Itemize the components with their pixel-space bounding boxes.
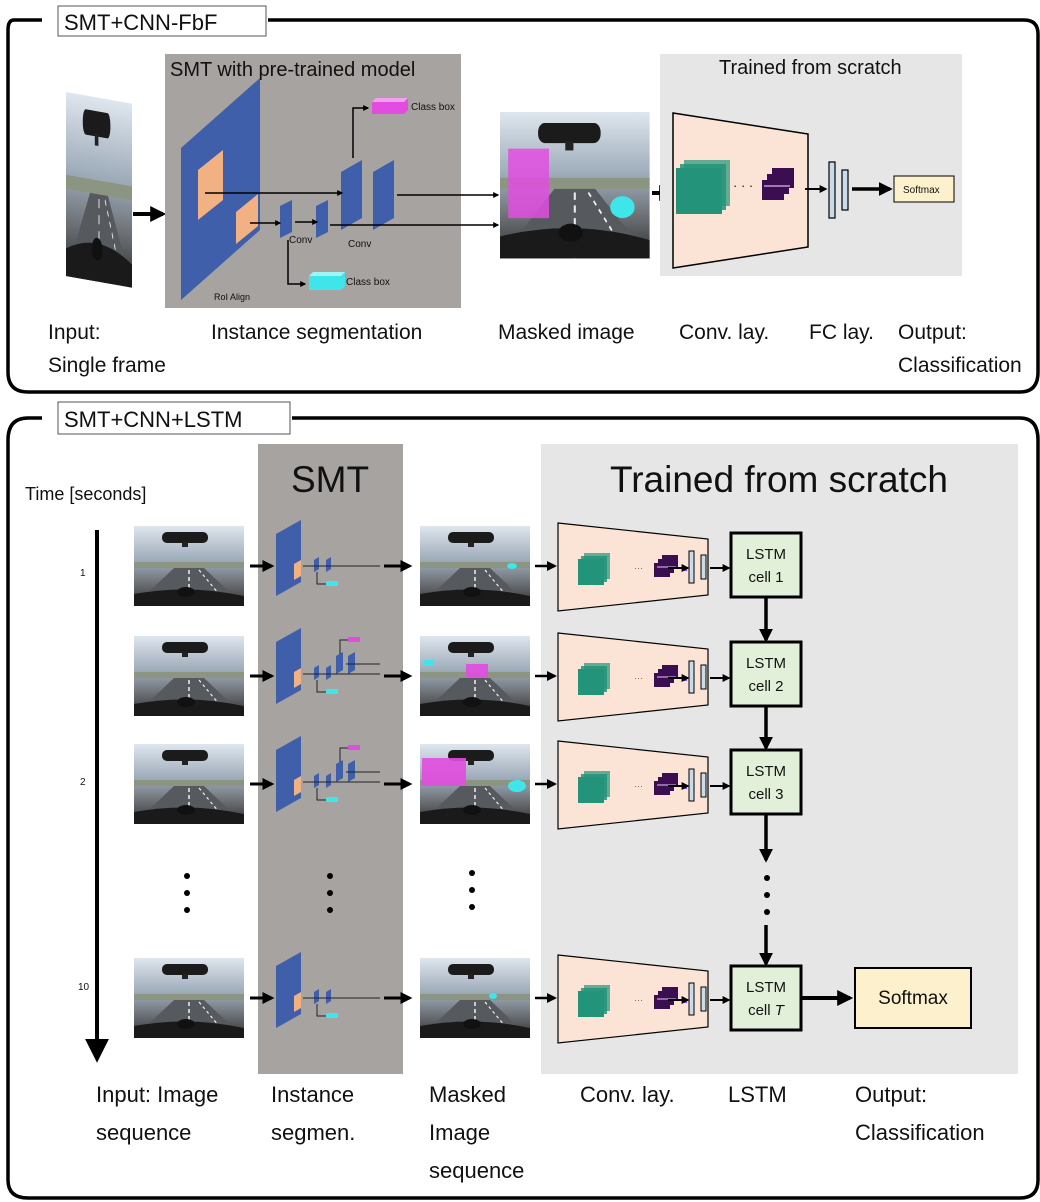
top-panel-title-box (57, 5, 267, 37)
row-3-mask-cyan (508, 780, 526, 792)
scratch-title-top: Trained from scratch (719, 57, 902, 79)
class-box-cyan-top (309, 272, 345, 276)
input-frame-t (133, 957, 245, 1039)
row-2-mask-magenta (466, 664, 488, 678)
softmax-bottom (854, 967, 972, 1029)
conv-label-2: Conv (348, 239, 371, 250)
lstm-cell-t-prefix: cell (748, 1002, 775, 1019)
time-axis-label: Time [seconds] (25, 484, 146, 504)
lstm-cell-1-top: LSTM (746, 546, 786, 563)
conv-layer-2 (316, 200, 328, 238)
softmax-top-label: Softmax (903, 185, 940, 196)
input-frame-2 (133, 635, 245, 717)
bottom-panel-title-box (57, 401, 291, 435)
time-tick-1: 1 (80, 568, 86, 579)
lstm-cell-t (729, 964, 803, 1032)
bottom-panel: SMT+CNN+LSTM SMT Trained from scratch Ti… (6, 401, 1040, 1200)
fc-layer-2 (841, 169, 849, 211)
caption-b-seg-1: Instance (271, 1082, 354, 1107)
lstm-cell-1 (729, 531, 803, 599)
roi-align-label: RoI Align (214, 292, 250, 302)
roi-feature-1 (198, 150, 223, 220)
caption-output-1: Output: (898, 321, 967, 344)
class-box-label-top: Class box (411, 102, 455, 113)
lstm-cell-t-italic: T (775, 1002, 786, 1019)
class-box-label-bottom: Class box (346, 277, 390, 288)
feature-map-teal (676, 168, 722, 214)
caption-output-2: Classification (898, 354, 1022, 377)
bottom-panel-title: SMT+CNN+LSTM (64, 407, 242, 432)
scratch-column-title: Trained from scratch (610, 459, 948, 500)
lstm-cell-2-label: cell 2 (748, 678, 783, 695)
caption-input-2: Single frame (48, 354, 166, 377)
lstm-cell-3 (729, 748, 803, 816)
softmax-bottom-label: Softmax (878, 988, 948, 1009)
caption-b-masked-1: Masked (429, 1082, 506, 1107)
caption-b-input-1: Input: Image (96, 1082, 218, 1107)
sequence-row-t (133, 951, 731, 1044)
smt-pretrained-title: SMT with pre-trained model (170, 59, 415, 81)
caption-instance-seg: Instance segmentation (211, 321, 422, 344)
top-panel-border (6, 18, 1040, 394)
top-panel-title: SMT+CNN-FbF (64, 10, 217, 35)
softmax-top (893, 175, 955, 203)
input-frame-3 (133, 743, 245, 825)
sequence-row-2 (133, 627, 731, 722)
caption-b-output-2: Classification (855, 1120, 985, 1145)
masked-frame-t (419, 957, 531, 1039)
lstm-cell-t-top: LSTM (746, 979, 786, 996)
conv-layer-1 (280, 200, 292, 238)
dots-top: · · · (733, 178, 753, 193)
lstm-cell-2-top: LSTM (746, 655, 786, 672)
caption-b-input-2: sequence (96, 1120, 191, 1145)
conv-label-1: Conv (289, 235, 312, 246)
row-2-mask-cyan (424, 660, 434, 666)
caption-conv: Conv. lay. (679, 321, 769, 344)
lstm-cell-3-label: cell 3 (748, 786, 783, 803)
lstm-cell-2 (729, 640, 803, 708)
caption-b-masked-2: Image (429, 1120, 490, 1145)
input-frame-1 (133, 525, 245, 607)
time-tick-10: 10 (78, 982, 90, 993)
conv-layer-3 (341, 160, 362, 230)
row-3-mask-magenta (422, 758, 466, 786)
sequence-row-3 (133, 735, 731, 830)
input-single-frame-image (64, 90, 134, 290)
masked-image (498, 110, 651, 260)
row-t-mask-cyan (489, 993, 497, 999)
caption-fc: FC lay. (809, 321, 874, 344)
class-box-magenta-top (372, 98, 408, 102)
caption-b-lstm: LSTM (728, 1082, 787, 1107)
caption-b-masked-3: sequence (429, 1158, 524, 1183)
roi-feature-2 (236, 194, 258, 244)
row-ellipsis-dots (184, 870, 770, 915)
feature-map-purple (762, 180, 784, 200)
lstm-cell-3-top: LSTM (746, 763, 786, 780)
class-branch-top (352, 105, 370, 158)
lstm-cell-1-label: cell 1 (748, 569, 783, 586)
bottom-panel-border (6, 416, 1040, 1200)
caption-b-conv: Conv. lay. (580, 1082, 675, 1107)
smt-column-title: SMT (291, 459, 369, 500)
conv-layer-4 (373, 160, 394, 230)
lstm-cell-t-label: cell T (748, 1002, 786, 1019)
class-box-cyan (309, 272, 345, 290)
caption-masked: Masked image (498, 321, 635, 344)
caption-input-1: Input: (48, 321, 101, 344)
caption-b-output-1: Output: (855, 1082, 927, 1107)
row-1-mask-cyan (507, 563, 517, 569)
fc-layer-1 (828, 161, 836, 219)
class-branch-bottom (287, 240, 307, 287)
time-tick-2: 2 (80, 777, 86, 788)
caption-b-seg-2: segmen. (271, 1120, 355, 1145)
conv-funnel-top (672, 112, 809, 269)
top-panel: SMT+CNN-FbF SMT with pre-trained model R… (6, 5, 1040, 394)
sequence-row-1 (133, 519, 731, 612)
